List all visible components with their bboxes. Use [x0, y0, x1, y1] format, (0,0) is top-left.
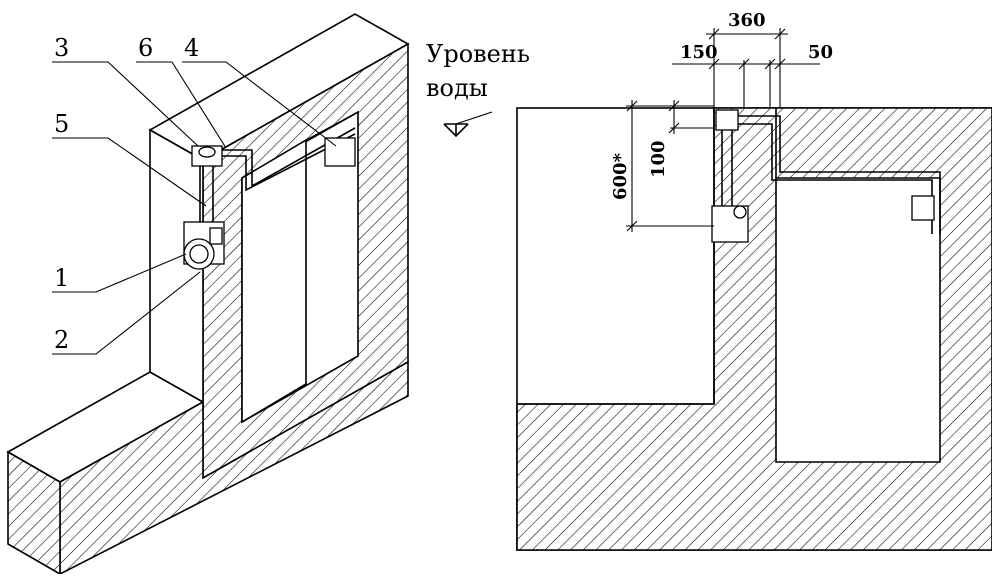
callout-1: 1: [54, 264, 69, 292]
callout-3: 3: [54, 34, 69, 62]
dim-360: 360: [728, 10, 766, 31]
unit-4: [324, 137, 356, 167]
unit: [911, 195, 935, 221]
callout-4: 4: [184, 34, 199, 62]
water-level-marker: Уровень воды: [426, 40, 530, 138]
callout-2: 2: [54, 326, 69, 354]
wall-side-face: [149, 128, 204, 404]
water-level-label-2: воды: [426, 74, 488, 102]
section-equipment: [711, 109, 941, 243]
dimension-lines: [626, 28, 820, 232]
callout-6: 6: [138, 34, 153, 62]
callout-5: 5: [54, 110, 69, 138]
sensor-head: [715, 109, 739, 131]
water-level-label-1: Уровень: [426, 40, 530, 68]
section-view: [516, 28, 992, 551]
section-chamber: [775, 177, 941, 463]
callout-leaders: [52, 61, 337, 355]
isometric-view: [6, 13, 410, 576]
dim-50: 50: [808, 42, 833, 63]
dim-150: 150: [680, 42, 718, 63]
isometric-equipment: [183, 127, 356, 270]
dim-600: 600*: [610, 152, 631, 200]
wall-opening-reveal: [241, 138, 307, 424]
dim-100: 100: [648, 140, 669, 178]
